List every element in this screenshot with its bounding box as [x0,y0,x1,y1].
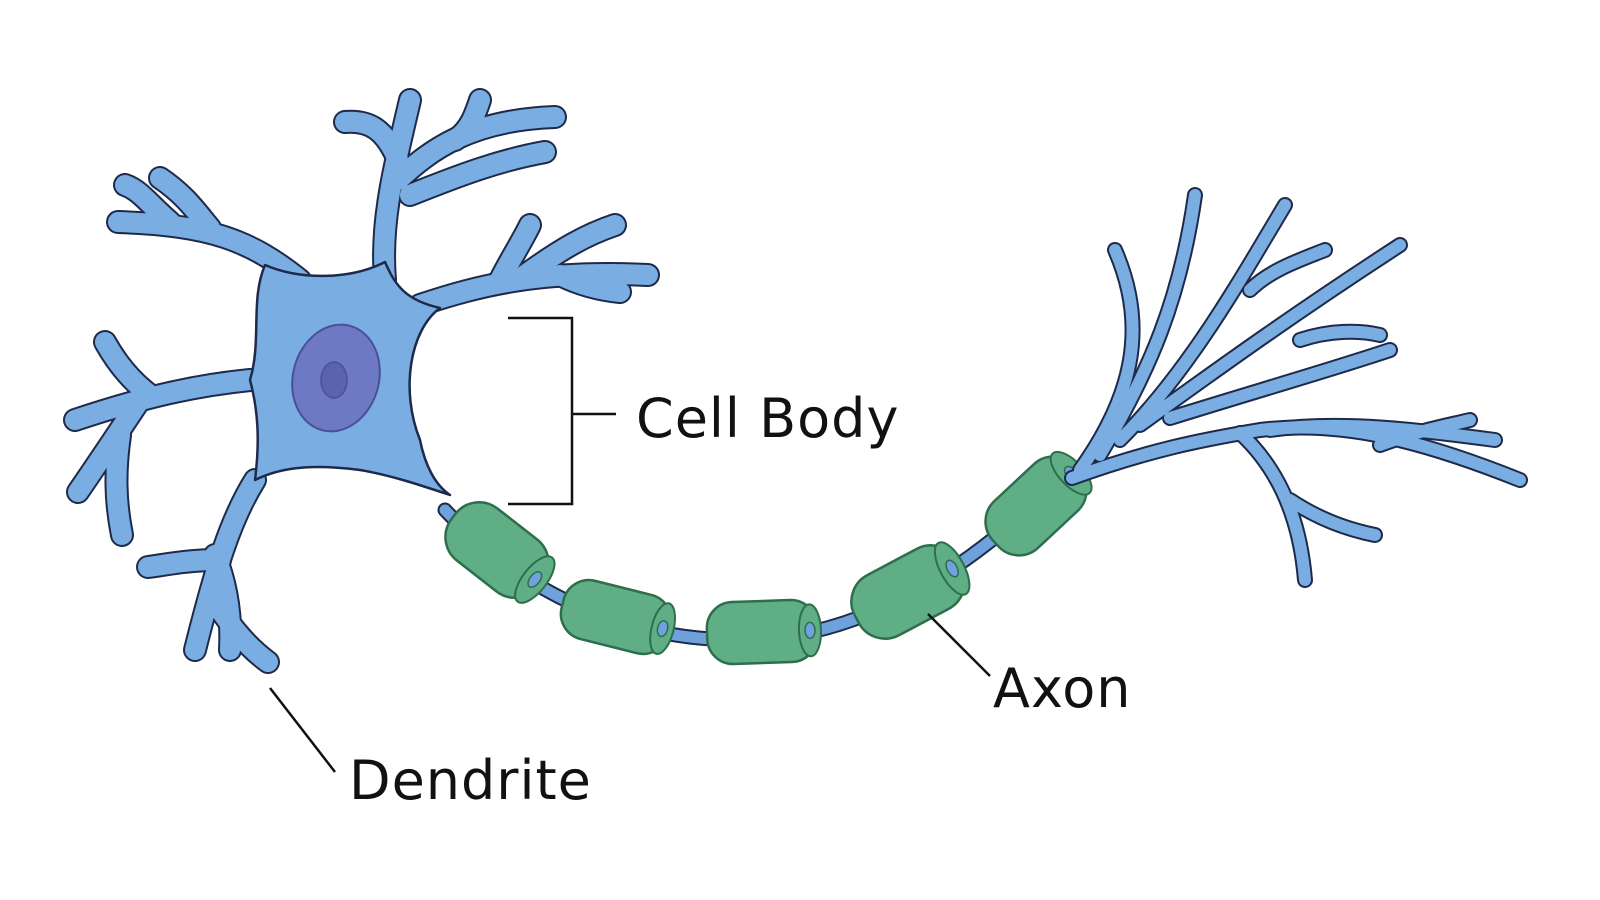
dendrite-label: Dendrite [349,749,592,812]
axon-terminals [1064,187,1528,588]
soma-dendrites [63,88,660,674]
cell-body-bracket [508,316,616,506]
axon-label: Axon [993,657,1132,720]
cell-body-label: Cell Body [636,387,900,450]
axon-leader-line [927,613,991,677]
nucleolus [320,361,348,399]
myelin-sheaths [444,450,1093,666]
dendrite-leader-line [269,687,336,773]
